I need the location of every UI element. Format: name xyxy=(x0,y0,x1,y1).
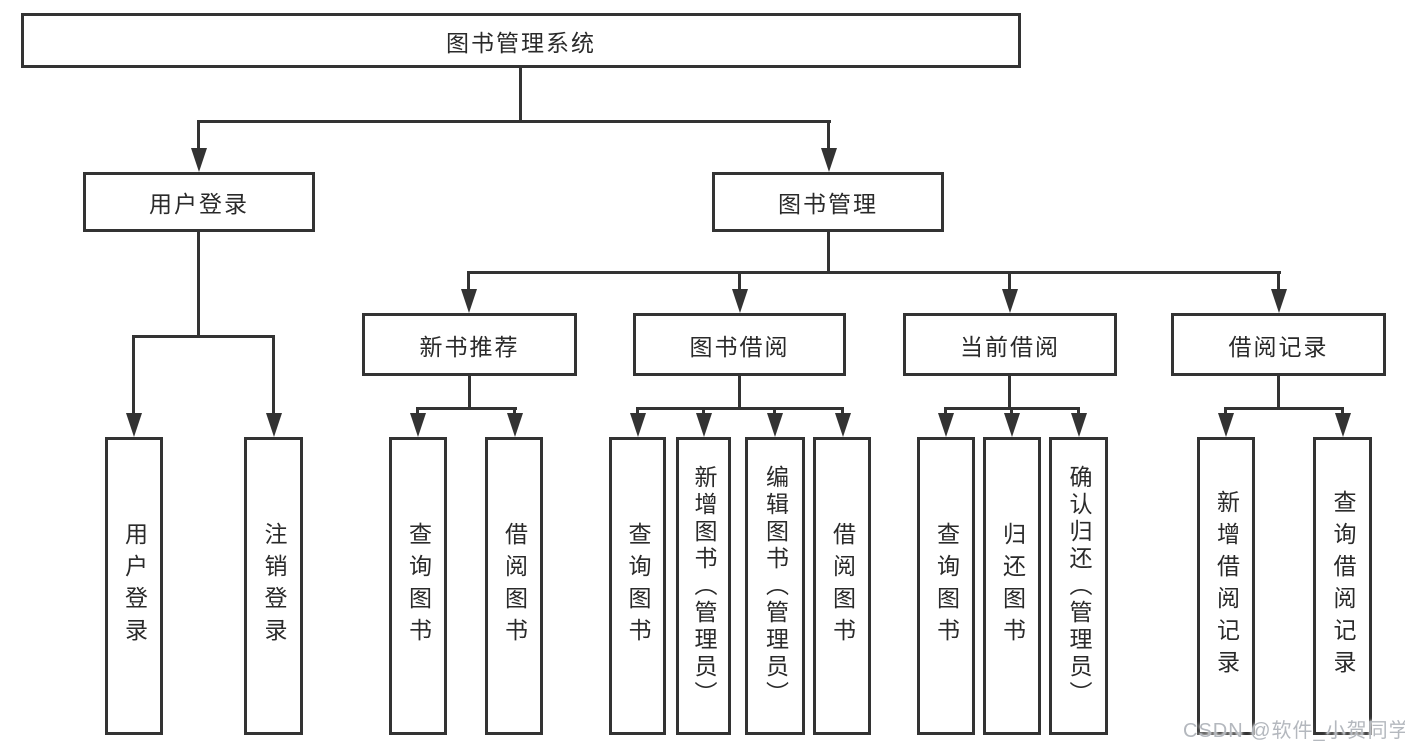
arrowhead-down-icon xyxy=(507,413,523,437)
node-current-borrow-label: 当前借阅 xyxy=(960,333,1060,360)
arrowhead-down-icon xyxy=(732,289,748,313)
leaf-borrow-query-books-label: 查询图书 xyxy=(625,522,651,650)
connector-line xyxy=(197,120,831,123)
leaf-current-query-books: 查询图书 xyxy=(917,437,975,735)
arrowhead-down-icon xyxy=(1002,289,1018,313)
leaf-borrow-edit-books-admin-label: 编辑图书（管理员） xyxy=(762,464,789,708)
connector-line xyxy=(197,232,200,335)
node-user-login-label: 用户登录 xyxy=(149,191,249,217)
leaf-records-query-record: 查询借阅记录 xyxy=(1313,437,1372,735)
leaf-borrow-edit-books-admin: 编辑图书（管理员） xyxy=(745,437,805,735)
connector-line xyxy=(827,232,830,271)
csdn-watermark: CSDN @软件_小贺同学 xyxy=(1183,720,1405,742)
leaf-logout-label: 注销登录 xyxy=(261,522,287,650)
arrowhead-down-icon xyxy=(821,148,837,172)
connector-line xyxy=(1008,376,1011,407)
connector-line xyxy=(132,335,275,338)
connector-line xyxy=(738,271,741,293)
leaf-borrow-add-books-admin-label: 新增图书（管理员） xyxy=(691,464,717,708)
node-current-borrow: 当前借阅 xyxy=(903,313,1117,376)
leaf-current-return-books-label: 归还图书 xyxy=(999,522,1026,650)
leaf-current-return-books: 归还图书 xyxy=(983,437,1041,735)
leaf-recommend-query-books-label: 查询图书 xyxy=(405,522,432,650)
node-root-label: 图书管理系统 xyxy=(446,29,596,56)
node-new-book-recommend: 新书推荐 xyxy=(362,313,577,376)
node-book-mgmt-label: 图书管理 xyxy=(778,191,878,217)
connector-line xyxy=(1277,376,1280,407)
connector-line xyxy=(132,335,135,419)
connector-line xyxy=(467,271,470,293)
node-root: 图书管理系统 xyxy=(21,13,1021,68)
connector-line xyxy=(467,271,1281,274)
leaf-borrow-add-books-admin: 新增图书（管理员） xyxy=(676,437,731,735)
leaf-logout: 注销登录 xyxy=(244,437,303,735)
node-user-login: 用户登录 xyxy=(83,172,315,232)
arrowhead-down-icon xyxy=(696,413,712,437)
connector-line xyxy=(468,376,471,407)
arrowhead-down-icon xyxy=(410,413,426,437)
leaf-records-query-record-label: 查询借阅记录 xyxy=(1330,490,1356,682)
arrowhead-down-icon xyxy=(938,413,954,437)
arrowhead-down-icon xyxy=(1004,413,1020,437)
arrowhead-down-icon xyxy=(767,413,783,437)
node-book-mgmt: 图书管理 xyxy=(712,172,944,232)
connector-line xyxy=(1277,271,1280,293)
leaf-recommend-borrow-books-label: 借阅图书 xyxy=(501,522,528,650)
node-borrow-records-label: 借阅记录 xyxy=(1228,333,1329,360)
leaf-records-add-record: 新增借阅记录 xyxy=(1197,437,1255,735)
leaf-recommend-borrow-books: 借阅图书 xyxy=(485,437,543,735)
arrowhead-down-icon xyxy=(266,413,282,437)
connector-line xyxy=(416,407,517,410)
leaf-borrow-query-books: 查询图书 xyxy=(609,437,666,735)
connector-line xyxy=(827,120,830,154)
connector-line xyxy=(1224,407,1344,410)
leaf-recommend-query-books: 查询图书 xyxy=(389,437,447,735)
leaf-borrow-borrow-books-label: 借阅图书 xyxy=(829,522,856,650)
leaf-borrow-borrow-books: 借阅图书 xyxy=(813,437,871,735)
leaf-current-query-books-label: 查询图书 xyxy=(933,522,960,650)
arrowhead-down-icon xyxy=(126,413,142,437)
arrowhead-down-icon xyxy=(630,413,646,437)
leaf-user-login-label: 用户登录 xyxy=(121,522,148,650)
arrowhead-down-icon xyxy=(461,289,477,313)
connector-line xyxy=(636,407,844,410)
arrowhead-down-icon xyxy=(1218,413,1234,437)
connector-line xyxy=(197,120,200,154)
arrowhead-down-icon xyxy=(1071,413,1087,437)
leaf-current-confirm-return-admin-label: 确认归还（管理员） xyxy=(1066,464,1092,708)
leaf-records-add-record-label: 新增借阅记录 xyxy=(1213,490,1240,682)
leaf-user-login: 用户登录 xyxy=(105,437,163,735)
arrowhead-down-icon xyxy=(191,148,207,172)
connector-line xyxy=(272,335,275,419)
arrowhead-down-icon xyxy=(835,413,851,437)
node-borrow-records: 借阅记录 xyxy=(1171,313,1386,376)
connector-line xyxy=(738,376,741,407)
node-book-borrow: 图书借阅 xyxy=(633,313,846,376)
node-new-book-recommend-label: 新书推荐 xyxy=(419,333,520,360)
leaf-current-confirm-return-admin: 确认归还（管理员） xyxy=(1049,437,1108,735)
connector-line xyxy=(519,68,522,123)
node-book-borrow-label: 图书借阅 xyxy=(689,333,790,360)
arrowhead-down-icon xyxy=(1271,289,1287,313)
connector-line xyxy=(1008,271,1011,293)
arrowhead-down-icon xyxy=(1335,413,1351,437)
